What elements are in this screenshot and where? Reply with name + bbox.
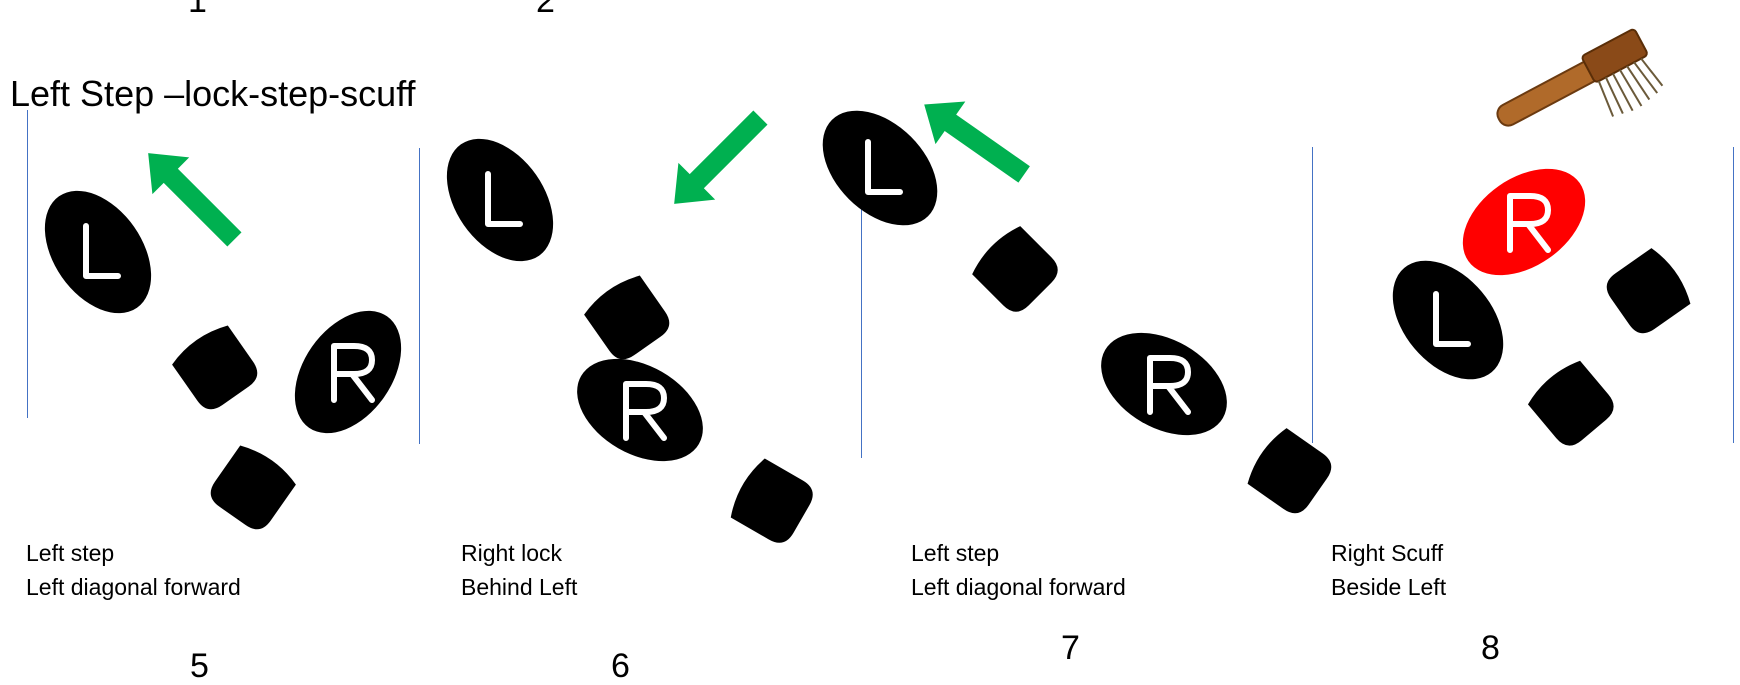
arrow-up-left-icon <box>924 101 1030 183</box>
right-footprint-sole <box>1083 311 1245 457</box>
step-6-number: 6 <box>611 647 630 685</box>
step-5-number: 5 <box>190 647 209 685</box>
step-5-line2: Left diagonal forward <box>26 574 241 600</box>
divider-line-2 <box>419 148 420 444</box>
top-number-1: 1 <box>188 0 207 20</box>
right-footprint-sole <box>272 291 424 453</box>
arrow-up-left-icon <box>148 153 242 247</box>
left-footprint-sole <box>22 171 174 333</box>
step-7-line1: Left step <box>911 540 1000 566</box>
divider-line-5 <box>1733 147 1734 443</box>
right-footprint-sole <box>559 337 721 483</box>
left-footprint-heel <box>580 270 676 366</box>
left-footprint-heel <box>168 320 264 416</box>
divider-line-4 <box>1312 147 1313 443</box>
divider-line-3 <box>861 162 862 458</box>
top-number-2: 2 <box>536 0 555 20</box>
step-7-number: 7 <box>1061 629 1080 667</box>
right-footprint-heel <box>204 440 300 536</box>
broom-icon <box>1496 28 1664 127</box>
step-8-number: 8 <box>1481 629 1500 667</box>
scuff-footprint-sole <box>1443 146 1605 298</box>
step-6-line2: Behind Left <box>461 574 578 600</box>
right-footprint-heel <box>725 455 819 549</box>
right-footprint-heel <box>1242 424 1338 520</box>
step-5-line1: Left step <box>26 540 115 566</box>
step-8-line2: Beside Left <box>1331 574 1447 600</box>
divider-line-1 <box>27 110 28 418</box>
step-8-line1: Right Scuff <box>1331 540 1444 566</box>
step-6-line1: Right lock <box>461 540 562 566</box>
left-footprint-heel <box>967 221 1065 319</box>
left-footprint-sole <box>424 119 576 281</box>
step-7-line2: Left diagonal forward <box>911 574 1126 600</box>
left-footprint-heel <box>1524 356 1620 452</box>
arrow-down-left-icon <box>674 110 768 204</box>
diagram-title: Left Step –lock-step-scuff <box>10 73 416 114</box>
scuff-footprint-heel <box>1600 244 1696 340</box>
